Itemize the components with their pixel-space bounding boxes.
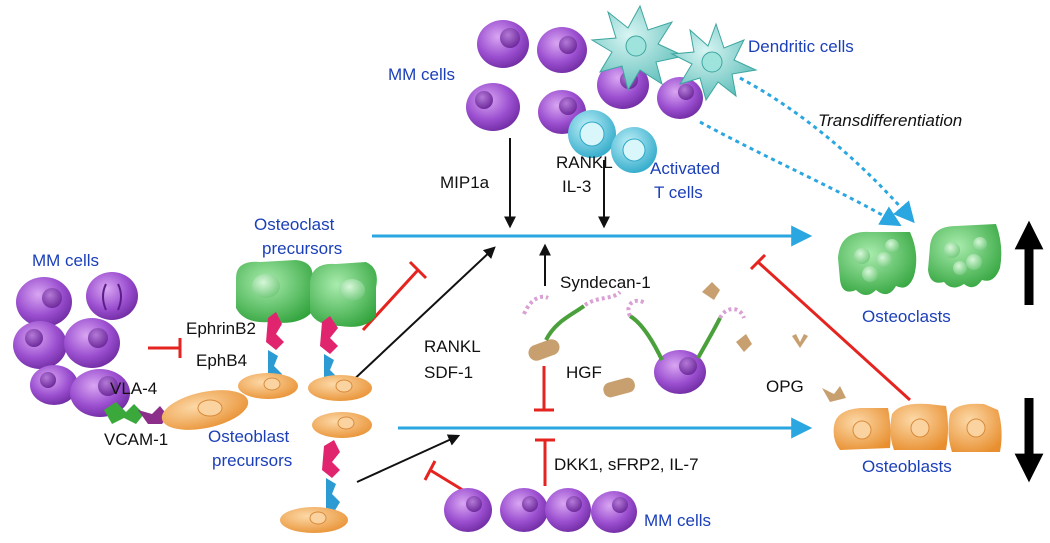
osteoblasts-label: Osteoblasts <box>862 457 952 476</box>
osteoclast-precursor <box>236 260 313 323</box>
dendritic-cells-label: Dendritic cells <box>748 37 854 56</box>
mm-cell <box>537 27 587 73</box>
transdiff-arrow-1 <box>739 76 915 224</box>
transdifferentiation-label: Transdifferentiation <box>818 111 962 130</box>
t-cells-label: T cells <box>654 183 703 202</box>
mm-cell <box>13 321 67 369</box>
vla4-label: VLA-4 <box>110 379 157 398</box>
osteoclasts-label: Osteoclasts <box>862 307 951 326</box>
il3-label: IL-3 <box>562 177 591 196</box>
mature-osteoclast <box>838 231 917 295</box>
mm-cell <box>545 488 591 532</box>
dkk-label: DKK1, sFRP2, IL-7 <box>554 455 699 474</box>
syndecan-label: Syndecan-1 <box>560 273 651 292</box>
mm-cell <box>500 488 548 532</box>
vla4-vcam1-binding <box>104 402 168 424</box>
mm-cell <box>657 77 703 119</box>
t-cell <box>568 110 616 158</box>
osteoclast-precursor <box>310 262 377 327</box>
rankl-mid-label: RANKL <box>424 337 481 356</box>
osteoblast-precursor <box>312 412 372 438</box>
ephrin-ephb4-pair <box>322 440 340 512</box>
ephb4-label: EphB4 <box>196 351 247 370</box>
mm-cell <box>591 491 637 533</box>
mm-cell <box>30 365 78 405</box>
mm-cell <box>64 318 120 368</box>
mm-cell <box>444 488 492 532</box>
dendritic-cell <box>670 22 758 102</box>
dendritic-cell <box>590 4 686 92</box>
activated-label: Activated <box>650 159 720 178</box>
mm-cells-bottom-row <box>444 488 637 533</box>
vcam1-label: VCAM-1 <box>104 430 168 449</box>
osteoclast-precursors-label-1: Osteoclast <box>254 215 335 234</box>
syndecan-hgf-complex <box>522 282 752 398</box>
precursor-diff-arrow <box>356 434 461 483</box>
osteoblast-precursors-label-1: Osteoblast <box>208 427 290 446</box>
mm-cell <box>477 20 529 68</box>
osteoblast-precursor <box>308 375 372 401</box>
rankl-top-label: RANKL <box>556 153 613 172</box>
mm-cell <box>466 83 520 131</box>
t-cell <box>611 127 657 173</box>
mm-cells-bottom-label: MM cells <box>644 511 711 530</box>
opg-label: OPG <box>766 377 804 396</box>
mm-cells-top-label: MM cells <box>388 65 455 84</box>
hgf-label: HGF <box>566 363 602 382</box>
osteoblast-precursor <box>238 373 298 399</box>
rankl-sdf1-arrow <box>347 246 496 386</box>
sdf1-label: SDF-1 <box>424 363 473 382</box>
mm-cell <box>16 277 72 327</box>
mm-cell <box>86 272 138 320</box>
ephrinb2-label: EphrinB2 <box>186 319 256 338</box>
osteoblast-precursor <box>280 507 348 533</box>
osteoclast-precursors-label-2: precursors <box>262 239 342 258</box>
opg-icon <box>792 334 846 402</box>
mm-cells-left-label: MM cells <box>32 251 99 270</box>
mature-osteoclast <box>928 224 1002 288</box>
mip1a-label: MIP1a <box>440 173 490 192</box>
mature-osteoblasts <box>833 403 1002 452</box>
osteoblast-left <box>161 390 249 430</box>
osteoblast-precursors-label-2: precursors <box>212 451 292 470</box>
mm-cells-top-cluster <box>466 20 703 134</box>
